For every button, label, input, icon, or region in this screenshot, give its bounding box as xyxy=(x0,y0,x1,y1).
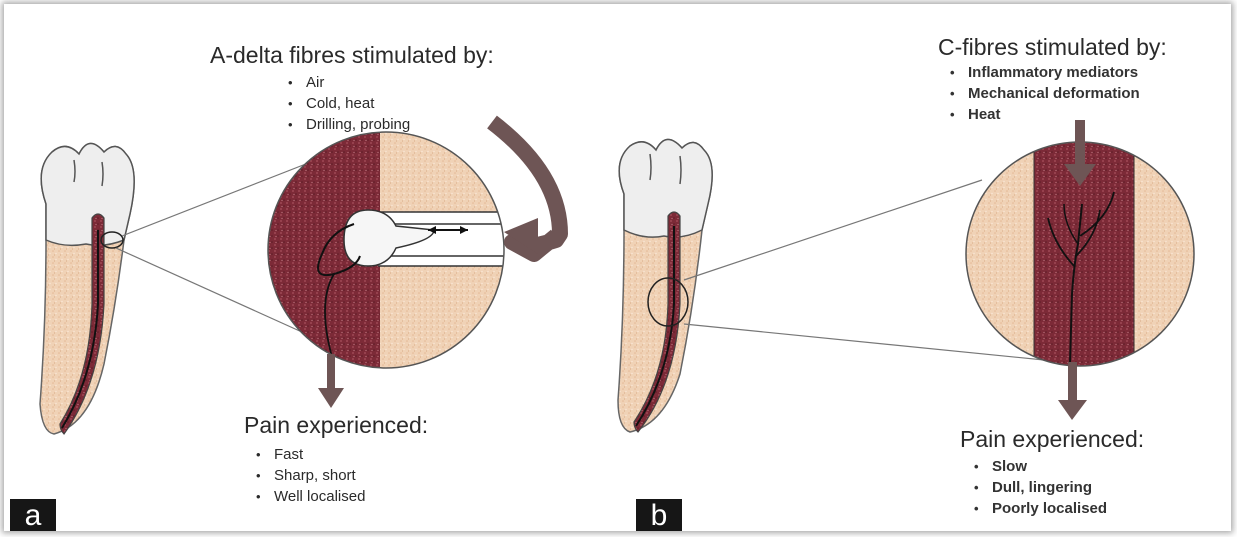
panel-b-pain-title: Pain experienced: xyxy=(960,426,1144,453)
list-item: Heat xyxy=(946,104,1140,125)
down-arrow-b2-head xyxy=(1058,400,1087,420)
down-arrow-b2-shaft xyxy=(1068,362,1077,402)
list-item: Fast xyxy=(252,444,365,465)
down-arrow-b1-shaft xyxy=(1075,120,1085,168)
panel-a-pain-title: Pain experienced: xyxy=(244,412,428,439)
list-item: Mechanical deformation xyxy=(946,83,1140,104)
list-item: Sharp, short xyxy=(252,465,365,486)
list-item: Poorly localised xyxy=(970,498,1107,519)
list-item: Air xyxy=(284,72,410,93)
list-item: Dull, lingering xyxy=(970,477,1107,498)
list-item: Well localised xyxy=(252,486,365,507)
panel-a-stim-title: A-delta fibres stimulated by: xyxy=(210,42,494,69)
panel-b-stimuli-list: Inflammatory mediators Mechanical deform… xyxy=(946,62,1140,125)
list-item: Slow xyxy=(970,456,1107,477)
figure-frame: A-delta fibres stimulated by: Air Cold, … xyxy=(4,4,1231,531)
list-item: Drilling, probing xyxy=(284,114,410,135)
down-arrow-a-head xyxy=(318,388,344,408)
list-item: Cold, heat xyxy=(284,93,410,114)
panel-a-stimuli-list: Air Cold, heat Drilling, probing xyxy=(284,72,410,135)
tooth-a xyxy=(40,143,134,434)
list-item: Inflammatory mediators xyxy=(946,62,1140,83)
panel-a-label: a xyxy=(10,499,56,531)
panel-b-label: b xyxy=(636,499,682,531)
panel-b-stim-title: C-fibres stimulated by: xyxy=(938,34,1167,61)
panel-a-pain-list: Fast Sharp, short Well localised xyxy=(252,444,365,507)
down-arrow-a-shaft xyxy=(327,354,335,390)
panel-b-pain-list: Slow Dull, lingering Poorly localised xyxy=(970,456,1107,519)
tooth-b xyxy=(618,139,712,432)
